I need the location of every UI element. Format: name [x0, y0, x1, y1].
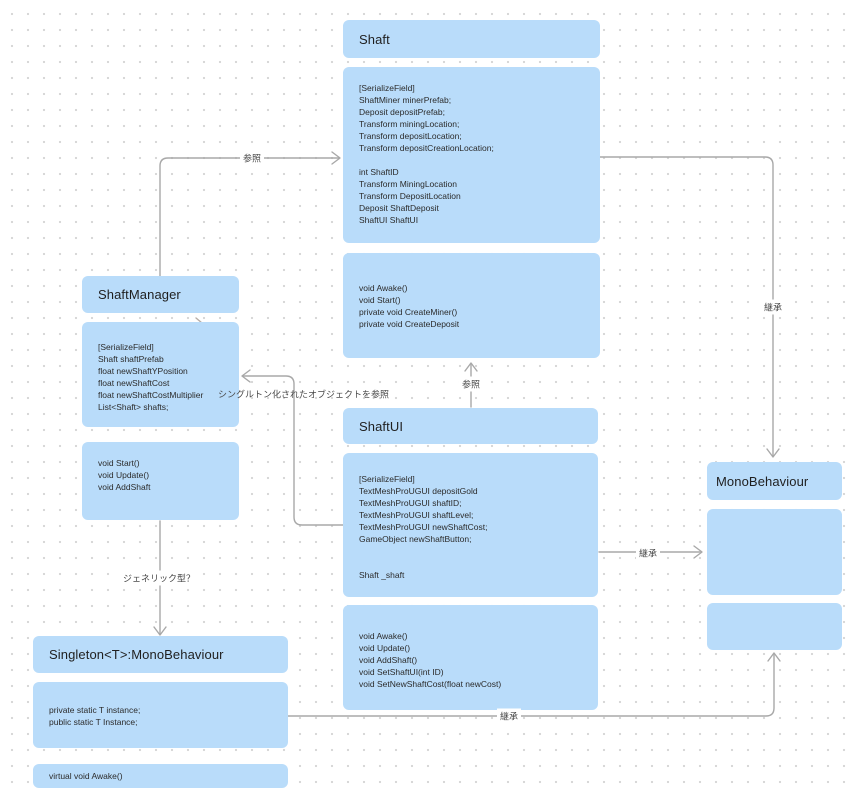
monobehaviour-methods-box[interactable]: [707, 603, 842, 650]
code-line: Deposit depositPrefab;: [359, 107, 445, 117]
code-line: Shaft shaftPrefab: [98, 354, 164, 364]
code-line: Transform miningLocation;: [359, 119, 460, 129]
code-line: void Awake(): [359, 283, 408, 293]
shaft-title: Shaft: [359, 31, 390, 47]
code-line: public static T Instance;: [49, 717, 138, 727]
code-line: void Start(): [359, 295, 401, 305]
code-line: void AddShaft: [98, 482, 151, 492]
code-line: TextMeshProUGUI newShaftCost;: [359, 522, 488, 532]
edge-label-reference-top[interactable]: 参照: [239, 150, 265, 166]
shaftmanager-methods-box[interactable]: void Start() void Update() void AddShaft: [82, 442, 239, 520]
code-line: [359, 557, 598, 569]
shaftmanager-title-box[interactable]: ShaftManager: [82, 276, 239, 313]
singleton-fields-box[interactable]: private static T instance; public static …: [33, 682, 288, 748]
shaft-title-box[interactable]: Shaft: [343, 20, 600, 58]
edge-label-inherit-singleton[interactable]: 継承: [496, 708, 522, 724]
code-line: [SerializeField]: [359, 83, 415, 93]
code-line: [359, 545, 598, 557]
code-line: private static T instance;: [49, 705, 141, 715]
code-line: TextMeshProUGUI depositGold: [359, 486, 478, 496]
singleton-title-box[interactable]: Singleton<T>:MonoBehaviour: [33, 636, 288, 673]
code-line: void Start(): [98, 458, 140, 468]
edge-inherit-shaft-to-monobehaviour[interactable]: [599, 156, 780, 458]
monobehaviour-fields-box[interactable]: [707, 509, 842, 595]
edge-label-inherit-shaft[interactable]: 継承: [760, 299, 786, 315]
code-line: private void CreateMiner(): [359, 307, 458, 317]
code-line: void Update(): [359, 643, 411, 653]
code-line: [SerializeField]: [98, 342, 154, 352]
code-line: Deposit ShaftDeposit: [359, 203, 439, 213]
code-line: List<Shaft> shafts;: [98, 402, 169, 412]
monobehaviour-title-box[interactable]: MonoBehaviour: [707, 462, 842, 500]
code-line: float newShaftCostMultiplier: [98, 390, 204, 400]
code-line: float newShaftYPosition: [98, 366, 188, 376]
code-line: void SetShaftUI(int ID): [359, 667, 444, 677]
code-line: TextMeshProUGUI shaftID;: [359, 498, 462, 508]
shaft-methods-box[interactable]: void Awake() void Start() private void Cre…: [343, 253, 600, 358]
code-line: [359, 154, 600, 166]
edge-reference-shaftmanager-to-shaft[interactable]: [159, 151, 341, 278]
edge-label-singleton-reference[interactable]: シングルトン化されたオブジェクトを参照: [218, 389, 390, 400]
shaftmanager-title: ShaftManager: [98, 287, 181, 302]
code-line: private void CreateDeposit: [359, 319, 460, 329]
shaft-fields-box[interactable]: [SerializeField] ShaftMiner minerPrefab; D…: [343, 67, 600, 243]
singleton-methods-box[interactable]: virtual void Awake(): [33, 764, 288, 788]
code-line: TextMeshProUGUI shaftLevel;: [359, 510, 474, 520]
edge-label-reference-mid[interactable]: 参照: [458, 376, 484, 392]
code-line: Shaft _shaft: [359, 570, 405, 580]
code-line: void SetNewShaftCost(float newCost): [359, 679, 502, 689]
code-line: [SerializeField]: [359, 474, 415, 484]
code-line: Transform MiningLocation: [359, 179, 457, 189]
singleton-title: Singleton<T>:MonoBehaviour: [49, 647, 224, 662]
code-line: Transform depositLocation;: [359, 131, 462, 141]
code-line: void Awake(): [359, 631, 408, 641]
code-line: int ShaftID: [359, 167, 399, 177]
code-line: ShaftUI ShaftUI: [359, 215, 419, 225]
monobehaviour-title: MonoBehaviour: [716, 473, 809, 489]
shaftui-fields-box[interactable]: [SerializeField] TextMeshProUGUI depositG…: [343, 453, 598, 597]
code-line: void Update(): [98, 470, 150, 480]
code-line: void AddShaft(): [359, 655, 418, 665]
code-line: ShaftMiner minerPrefab;: [359, 95, 452, 105]
code-line: Transform depositCreationLocation;: [359, 143, 494, 153]
code-line: virtual void Awake(): [49, 771, 123, 781]
shaftui-methods-box[interactable]: void Awake() void Update() void AddShaft()…: [343, 605, 598, 710]
shaftmanager-fields-box[interactable]: [SerializeField] Shaft shaftPrefab float n…: [82, 322, 239, 427]
edge-label-generic-note[interactable]: ジェネリック型？: [119, 570, 199, 586]
edge-label-inherit-shaftui[interactable]: 継承: [635, 545, 661, 561]
code-line: GameObject newShaftButton;: [359, 534, 472, 544]
code-line: Transform DepositLocation: [359, 191, 461, 201]
shaftui-title-box[interactable]: ShaftUI: [343, 408, 598, 444]
code-line: float newShaftCost: [98, 378, 170, 388]
shaftui-title: ShaftUI: [359, 418, 404, 434]
